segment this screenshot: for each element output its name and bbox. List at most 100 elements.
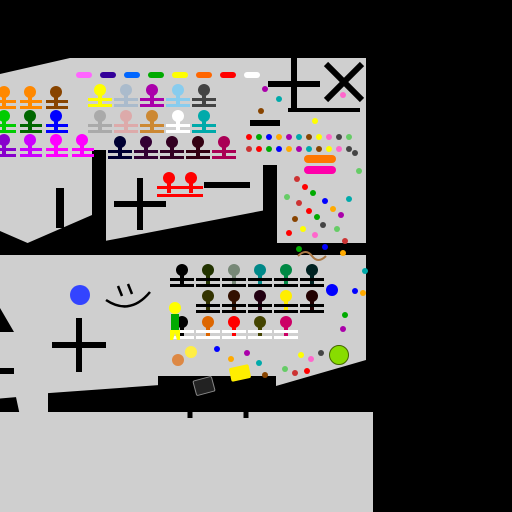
small-sprite-icon[interactable] bbox=[302, 184, 308, 190]
ribbon-icon[interactable] bbox=[148, 72, 164, 78]
small-sprite-icon[interactable] bbox=[312, 118, 318, 124]
stick-figure-icon[interactable] bbox=[94, 84, 106, 96]
small-sprite-icon[interactable] bbox=[352, 288, 358, 294]
stick-figure-icon[interactable] bbox=[50, 86, 62, 98]
figure-rail[interactable] bbox=[134, 150, 158, 153]
figure-rail[interactable] bbox=[108, 150, 132, 153]
small-sprite-icon[interactable] bbox=[262, 86, 268, 92]
stick-figure-icon[interactable] bbox=[172, 110, 184, 122]
stick-figure-icon[interactable] bbox=[185, 172, 197, 184]
small-sprite-icon[interactable] bbox=[316, 146, 322, 152]
stick-figure-icon[interactable] bbox=[0, 134, 10, 146]
stick-figure-icon[interactable] bbox=[280, 316, 292, 328]
small-sprite-icon[interactable] bbox=[282, 366, 288, 372]
figure-rail[interactable] bbox=[274, 336, 298, 339]
green-figure-body[interactable] bbox=[171, 314, 179, 330]
figure-rail[interactable] bbox=[160, 150, 184, 153]
yellow-figure-head[interactable] bbox=[169, 302, 181, 314]
figure-rail[interactable] bbox=[170, 284, 194, 287]
small-sprite-icon[interactable] bbox=[296, 134, 302, 140]
stick-figure-icon[interactable] bbox=[228, 316, 240, 328]
yellow-sprite-icon[interactable] bbox=[185, 346, 197, 358]
figure-rail[interactable] bbox=[157, 186, 181, 189]
figure-rail[interactable] bbox=[72, 148, 94, 151]
figure-rail[interactable] bbox=[140, 130, 164, 133]
small-sprite-icon[interactable] bbox=[316, 134, 322, 140]
small-sprite-icon[interactable] bbox=[308, 356, 314, 362]
figure-rail[interactable] bbox=[274, 310, 298, 313]
figure-rail[interactable] bbox=[248, 284, 272, 287]
stick-figure-icon[interactable] bbox=[24, 134, 36, 146]
stick-figure-icon[interactable] bbox=[306, 290, 318, 302]
orange-pill-icon[interactable] bbox=[304, 155, 336, 163]
stick-figure-icon[interactable] bbox=[218, 136, 230, 148]
figure-rail[interactable] bbox=[114, 124, 138, 127]
stick-figure-icon[interactable] bbox=[198, 110, 210, 122]
figure-rail[interactable] bbox=[222, 336, 246, 339]
figure-rail[interactable] bbox=[46, 130, 68, 133]
stick-figure-icon[interactable] bbox=[50, 134, 62, 146]
ribbon-icon[interactable] bbox=[100, 72, 116, 78]
small-sprite-icon[interactable] bbox=[296, 146, 302, 152]
stick-figure-icon[interactable] bbox=[146, 84, 158, 96]
plus-icon[interactable] bbox=[268, 58, 320, 110]
figure-rail[interactable] bbox=[274, 304, 298, 307]
figure-rail[interactable] bbox=[88, 124, 112, 127]
small-sprite-icon[interactable] bbox=[326, 134, 332, 140]
small-sprite-icon[interactable] bbox=[214, 346, 220, 352]
small-sprite-icon[interactable] bbox=[346, 196, 352, 202]
small-sprite-icon[interactable] bbox=[318, 350, 324, 356]
stick-figure-icon[interactable] bbox=[146, 110, 158, 122]
small-sprite-icon[interactable] bbox=[314, 214, 320, 220]
small-sprite-icon[interactable] bbox=[306, 134, 312, 140]
small-sprite-icon[interactable] bbox=[286, 134, 292, 140]
small-sprite-icon[interactable] bbox=[342, 312, 348, 318]
figure-rail[interactable] bbox=[170, 278, 194, 281]
stick-figure-icon[interactable] bbox=[166, 136, 178, 148]
small-sprite-icon[interactable] bbox=[256, 134, 262, 140]
small-sprite-icon[interactable] bbox=[266, 134, 272, 140]
figure-rail[interactable] bbox=[300, 278, 324, 281]
small-sprite-icon[interactable] bbox=[306, 146, 312, 152]
small-sprite-icon[interactable] bbox=[296, 200, 302, 206]
small-sprite-icon[interactable] bbox=[276, 146, 282, 152]
stick-figure-icon[interactable] bbox=[140, 136, 152, 148]
small-sprite-icon[interactable] bbox=[256, 146, 262, 152]
small-sprite-icon[interactable] bbox=[306, 208, 312, 214]
stick-figure-icon[interactable] bbox=[202, 290, 214, 302]
stick-figure-icon[interactable] bbox=[202, 264, 214, 276]
stick-figure-icon[interactable] bbox=[254, 264, 266, 276]
ribbon-icon[interactable] bbox=[124, 72, 140, 78]
stick-figure-icon[interactable] bbox=[306, 264, 318, 276]
small-sprite-icon[interactable] bbox=[352, 150, 358, 156]
small-sprite-icon[interactable] bbox=[298, 352, 304, 358]
stick-figure-icon[interactable] bbox=[114, 136, 126, 148]
small-sprite-icon[interactable] bbox=[338, 212, 344, 218]
figure-rail[interactable] bbox=[114, 130, 138, 133]
figure-rail[interactable] bbox=[212, 156, 236, 159]
figure-rail[interactable] bbox=[134, 156, 158, 159]
figure-rail[interactable] bbox=[88, 104, 112, 107]
figure-rail[interactable] bbox=[72, 154, 94, 157]
figure-rail[interactable] bbox=[179, 186, 203, 189]
figure-rail[interactable] bbox=[166, 124, 190, 127]
figure-rail[interactable] bbox=[0, 130, 16, 133]
ribbon-icon[interactable] bbox=[196, 72, 212, 78]
stick-figure-icon[interactable] bbox=[192, 136, 204, 148]
stick-figure-icon[interactable] bbox=[176, 316, 188, 328]
stick-figure-icon[interactable] bbox=[76, 134, 88, 146]
figure-rail[interactable] bbox=[46, 124, 68, 127]
small-sprite-icon[interactable] bbox=[346, 134, 352, 140]
small-sprite-icon[interactable] bbox=[322, 244, 328, 250]
figure-rail[interactable] bbox=[222, 304, 246, 307]
stick-figure-icon[interactable] bbox=[254, 290, 266, 302]
figure-rail[interactable] bbox=[222, 284, 246, 287]
figure-rail[interactable] bbox=[179, 194, 203, 197]
figure-rail[interactable] bbox=[248, 304, 272, 307]
figure-rail[interactable] bbox=[300, 310, 324, 313]
figure-rail[interactable] bbox=[170, 336, 194, 339]
small-sprite-icon[interactable] bbox=[340, 92, 346, 98]
small-sprite-icon[interactable] bbox=[340, 250, 346, 256]
stick-figure-icon[interactable] bbox=[228, 290, 240, 302]
stick-figure-icon[interactable] bbox=[24, 86, 36, 98]
